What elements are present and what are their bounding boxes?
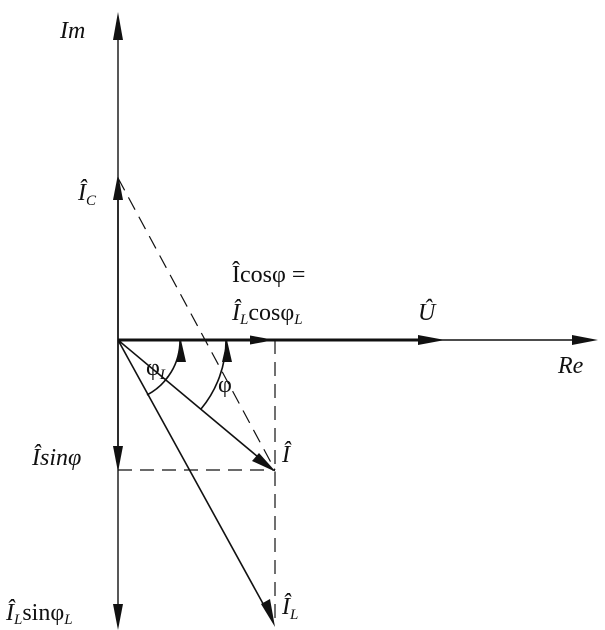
u-label: Û — [418, 299, 437, 326]
isin-arrowhead — [113, 446, 123, 472]
phil-arc-arrowhead — [176, 340, 186, 362]
i-phasor — [117, 339, 271, 468]
u-arrowhead — [418, 335, 445, 345]
isin-label: Îsinφ — [31, 445, 81, 471]
il-phasor — [117, 339, 273, 621]
phil-label: φL — [146, 355, 168, 383]
icos-arrowhead — [250, 335, 275, 345]
ilsin-label: ÎLsinφL — [5, 600, 73, 628]
phi-arc-arrowhead — [222, 340, 232, 362]
ic-label: ÎC — [77, 180, 97, 209]
im-axis-arrowhead — [113, 12, 123, 40]
phi-label: φ — [218, 372, 232, 398]
im-axis-bottom-arrowhead — [113, 604, 123, 630]
ilcos-label: ÎLcosφL — [231, 300, 303, 328]
im-axis-label: Im — [59, 18, 85, 44]
re-axis-arrowhead — [572, 335, 598, 345]
i-label: Î — [281, 442, 292, 468]
re-axis-label: Re — [557, 353, 584, 379]
il-label: ÎL — [281, 594, 298, 623]
dashed-ic-to-i — [117, 177, 276, 471]
ic-arrowhead — [113, 174, 123, 200]
icos-label: Îcosφ = — [232, 262, 305, 288]
i-arrowhead — [252, 453, 276, 472]
il-arrowhead — [261, 599, 275, 627]
